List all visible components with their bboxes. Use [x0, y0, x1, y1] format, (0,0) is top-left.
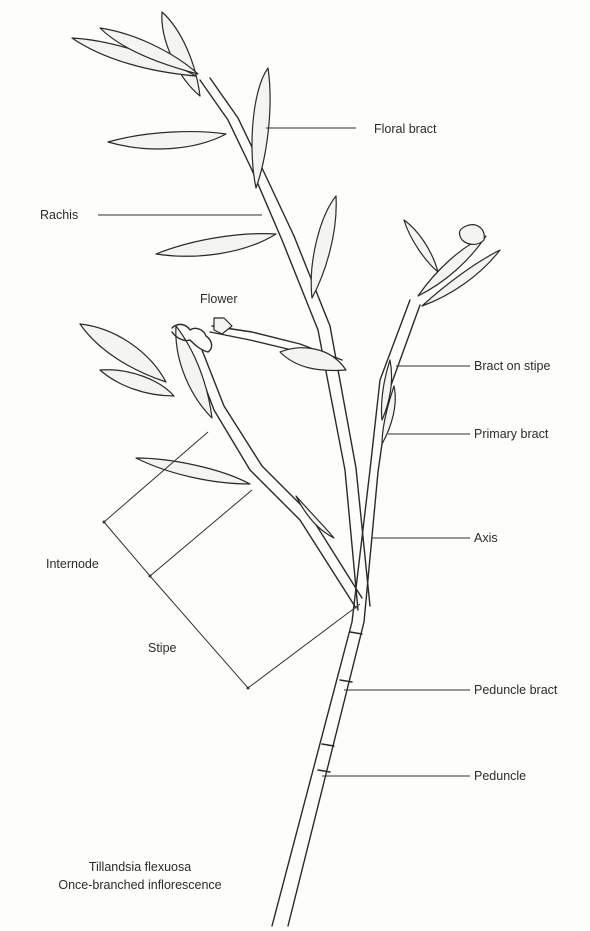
dimension-brackets: [103, 432, 361, 690]
label-primary-bract: Primary bract: [474, 427, 548, 441]
label-flower: Flower: [200, 292, 238, 306]
internode-bracket: [104, 432, 252, 576]
label-floral-bract: Floral bract: [374, 122, 437, 136]
leader-lines: [98, 128, 470, 776]
caption-description: Once-branched inflorescence: [40, 876, 240, 894]
label-bract-on-stipe: Bract on stipe: [474, 359, 550, 373]
label-peduncle-bract: Peduncle bract: [474, 683, 557, 697]
label-axis: Axis: [474, 531, 498, 545]
label-peduncle: Peduncle: [474, 769, 526, 783]
label-internode: Internode: [46, 557, 99, 571]
peduncle-stem: [272, 300, 420, 926]
figure-caption: Tillandsia flexuosa Once-branched inflor…: [40, 858, 240, 894]
label-stipe: Stipe: [148, 641, 177, 655]
rachis-stem: [200, 78, 370, 610]
stipe-bracket: [150, 576, 360, 688]
label-rachis: Rachis: [40, 208, 78, 222]
caption-species: Tillandsia flexuosa: [40, 858, 240, 876]
floral-bracts: [72, 12, 500, 538]
